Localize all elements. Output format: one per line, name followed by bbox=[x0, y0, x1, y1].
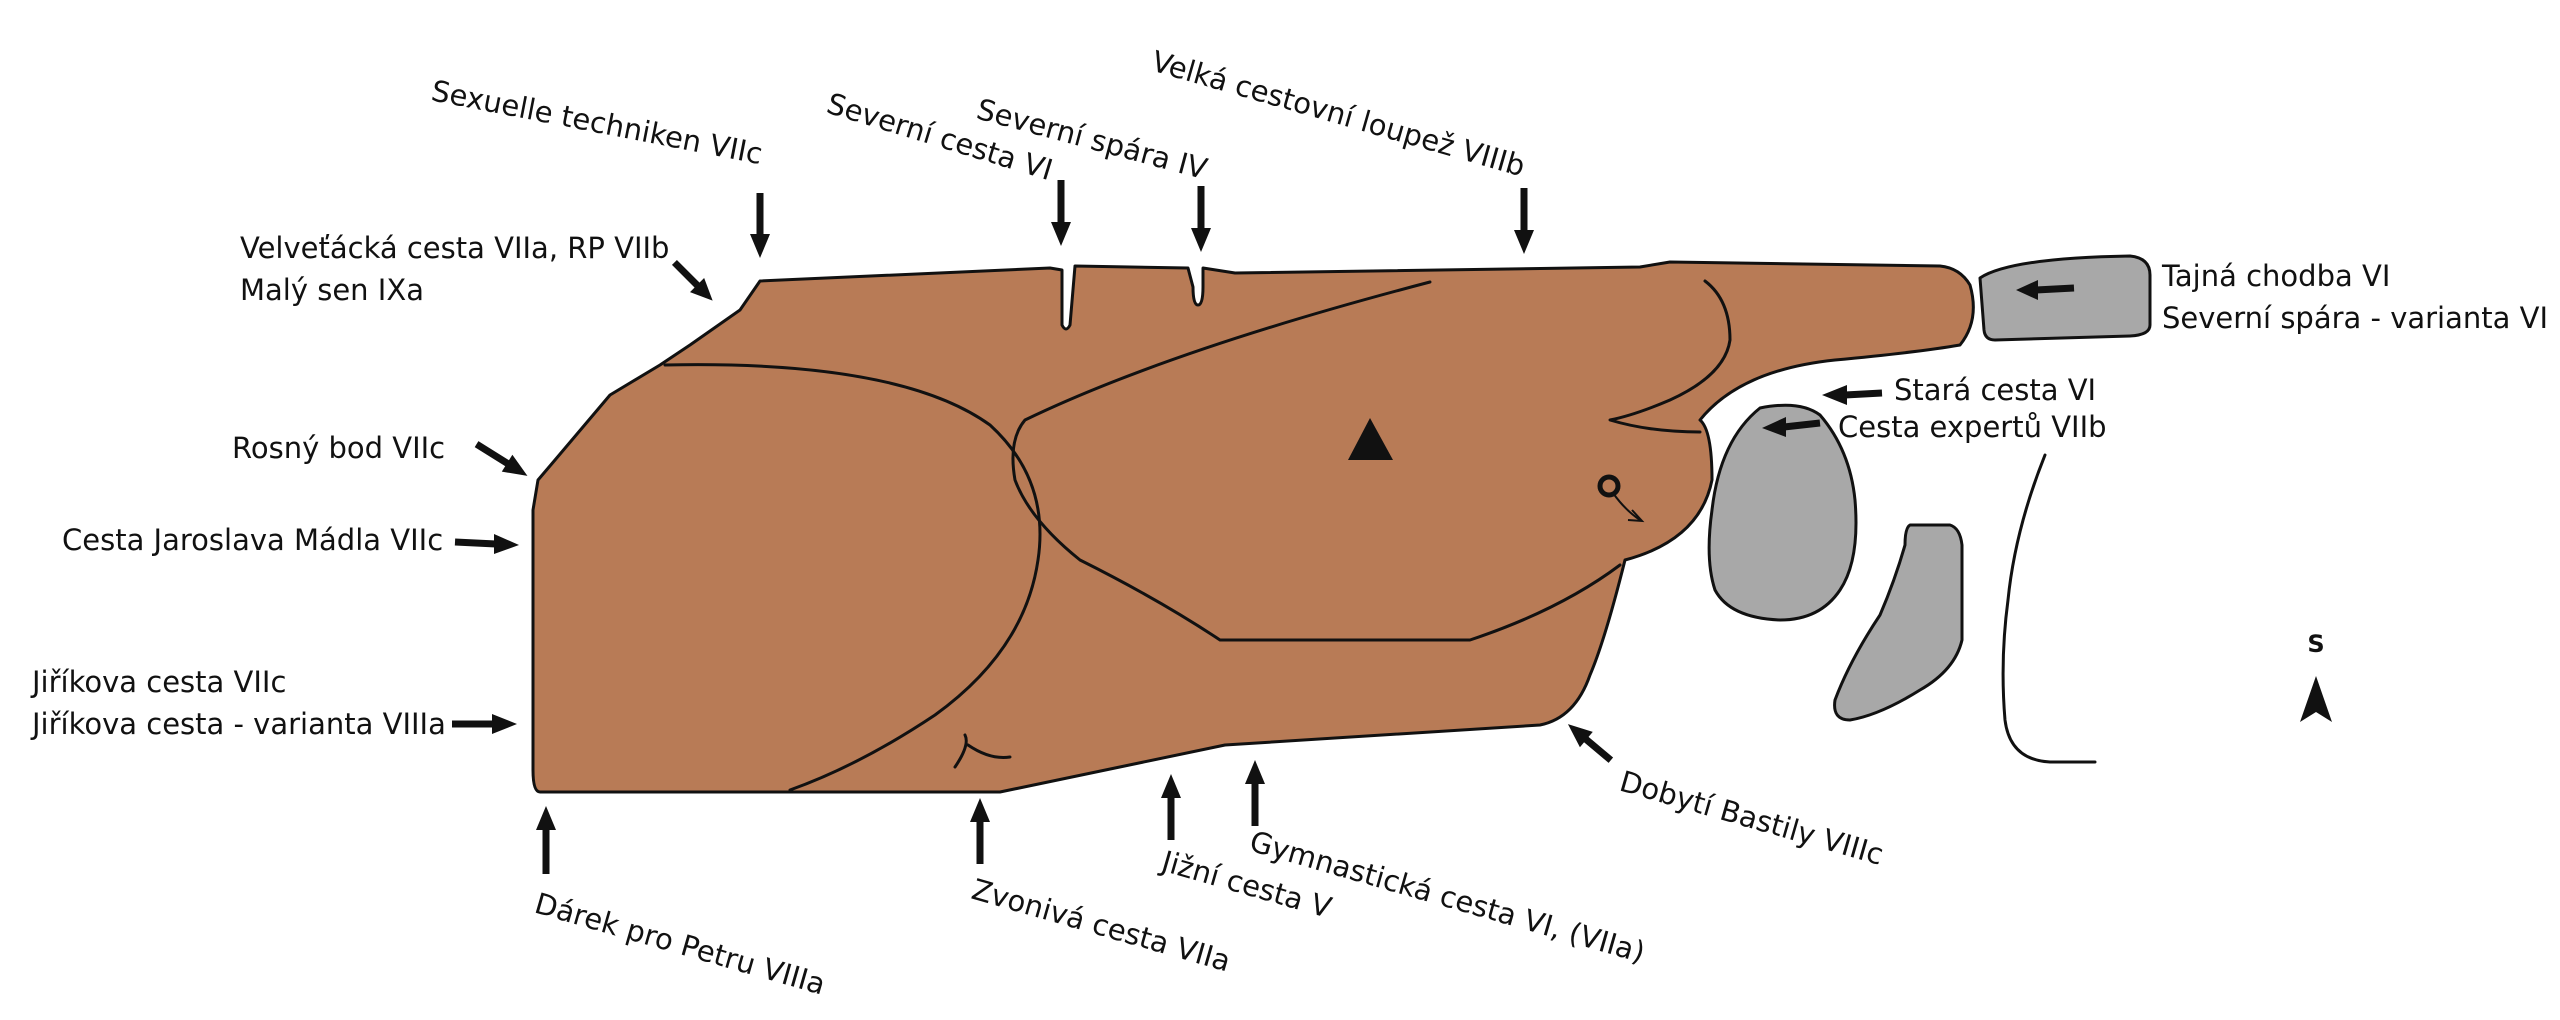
arrow-rosny-bod bbox=[474, 441, 528, 476]
label-tajna-chodba-2: Severní spára - varianta VI bbox=[2162, 301, 2548, 335]
arrow-severni-spara bbox=[1191, 186, 1211, 252]
arrow-zvoniva bbox=[970, 798, 990, 864]
crack-left-pillar bbox=[663, 363, 1042, 792]
compass: S bbox=[2300, 630, 2332, 722]
arrow-jizni bbox=[1161, 774, 1181, 840]
boulder-middle bbox=[1707, 403, 1858, 622]
label-rosny-bod: Rosný bod VIIc bbox=[232, 431, 445, 465]
main-rock bbox=[531, 260, 1975, 794]
main-rock-shape bbox=[531, 260, 1975, 794]
arrow-stara-cesta bbox=[1822, 385, 1883, 405]
crack-right-arm bbox=[1608, 279, 1732, 434]
label-stara-cesta: Stará cesta VI bbox=[1894, 373, 2096, 407]
label-velvetacka-1: Velveťácká cesta VIIa, RP VIIb bbox=[240, 231, 669, 265]
arrow-bastila bbox=[1567, 724, 1614, 763]
arrow-severni-cesta bbox=[1051, 180, 1071, 246]
compass-arrow-icon bbox=[2300, 676, 2332, 722]
compass-label: S bbox=[2307, 630, 2324, 658]
boulders bbox=[1707, 254, 2152, 764]
arrow-velvetacka bbox=[671, 259, 713, 301]
label-madla: Cesta Jaroslava Mádla VIIc bbox=[62, 523, 443, 557]
label-jirikova-1: Jiříkova cesta VIIc bbox=[30, 665, 286, 699]
boulder-top-right bbox=[1978, 254, 2152, 342]
arrow-madla bbox=[454, 534, 519, 554]
label-cesta-expertu: Cesta expertů VIIb bbox=[1838, 410, 2107, 444]
label-zvoniva: Zvonivá cesta VIIa bbox=[968, 872, 1234, 978]
arrow-darek bbox=[536, 806, 556, 874]
arrow-cesta-expertu bbox=[1762, 417, 1821, 437]
arrow-tajna-chodba bbox=[2016, 280, 2075, 300]
label-jirikova-2: Jiříkova cesta - varianta VIIIa bbox=[30, 707, 446, 741]
rappel-ring-icon bbox=[1597, 474, 1645, 523]
crack-summit-block bbox=[1011, 280, 1622, 642]
label-sexuelle: Sexuelle techniken VIIc bbox=[429, 73, 766, 171]
label-velvetacka-2: Malý sen IXa bbox=[240, 273, 424, 307]
crack-small bbox=[953, 733, 1012, 769]
label-tajna-chodba-1: Tajná chodba VI bbox=[2161, 259, 2390, 293]
boulder-lower bbox=[1833, 523, 1964, 722]
label-bastila: Dobytí Bastily VIIIc bbox=[1616, 764, 1887, 872]
summit-triangle-icon bbox=[1348, 418, 1393, 460]
label-darek: Dárek pro Petru VIIIa bbox=[531, 886, 829, 1001]
arrow-velka-loupez bbox=[1514, 188, 1534, 254]
route-arrows bbox=[452, 180, 2075, 874]
terrain-line bbox=[2001, 453, 2097, 764]
arrow-jirikova bbox=[452, 714, 517, 734]
arrow-sexuelle bbox=[750, 193, 770, 258]
arrow-gymnasticka bbox=[1245, 760, 1265, 826]
